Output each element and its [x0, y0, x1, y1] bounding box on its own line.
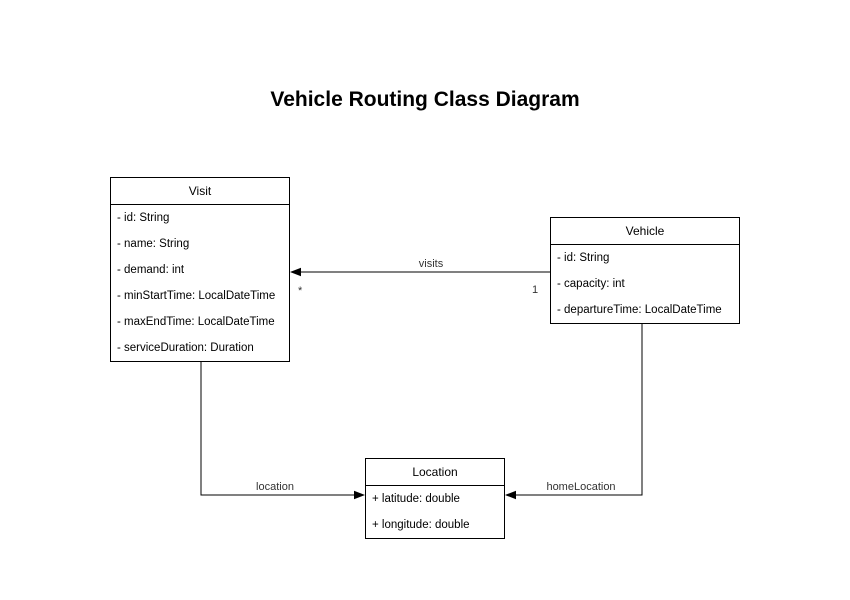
visits-arrowhead-icon: [290, 267, 301, 277]
location-connector-line: [200, 360, 355, 496]
class-location-attr-longitude: + longitude: double: [372, 519, 470, 531]
homelocation-arrowhead-icon: [505, 490, 516, 500]
class-vehicle-attr-id: - id: String: [557, 252, 610, 264]
homelocation-connector-label: homeLocation: [544, 481, 618, 494]
class-visit-attr-serviceduration: - serviceDuration: Duration: [117, 342, 254, 354]
visits-multiplicity-vehicle-side: 1: [532, 284, 539, 296]
diagram-title: Vehicle Routing Class Diagram: [270, 88, 580, 111]
class-vehicle: Vehicle - id: String - capacity: int - d…: [550, 217, 740, 324]
class-visit-attr-minstarttime: - minStartTime: LocalDateTime: [117, 290, 276, 302]
class-vehicle-attr-departuretime: - departureTime: LocalDateTime: [557, 304, 722, 316]
class-location-attr-latitude: + latitude: double: [372, 493, 460, 505]
location-connector-label: location: [254, 481, 296, 494]
class-visit: Visit - id: String - name: String - dema…: [110, 177, 290, 362]
class-visit-name: Visit: [111, 178, 289, 205]
class-visit-attr-demand: - demand: int: [117, 264, 185, 276]
class-visit-attr-id: - id: String: [117, 212, 170, 224]
class-visit-attr-name: - name: String: [117, 238, 190, 250]
class-vehicle-attr-capacity: - capacity: int: [557, 278, 625, 290]
class-location-name: Location: [366, 459, 504, 486]
visits-connector-label: visits: [416, 258, 446, 271]
visits-multiplicity-visit-side: *: [298, 285, 303, 297]
location-arrowhead-icon: [354, 490, 365, 500]
class-location: Location + latitude: double + longitude:…: [365, 458, 505, 539]
homelocation-connector-line: [515, 320, 643, 496]
class-vehicle-name: Vehicle: [551, 218, 739, 245]
class-visit-attr-maxendtime: - maxEndTime: LocalDateTime: [117, 316, 275, 328]
